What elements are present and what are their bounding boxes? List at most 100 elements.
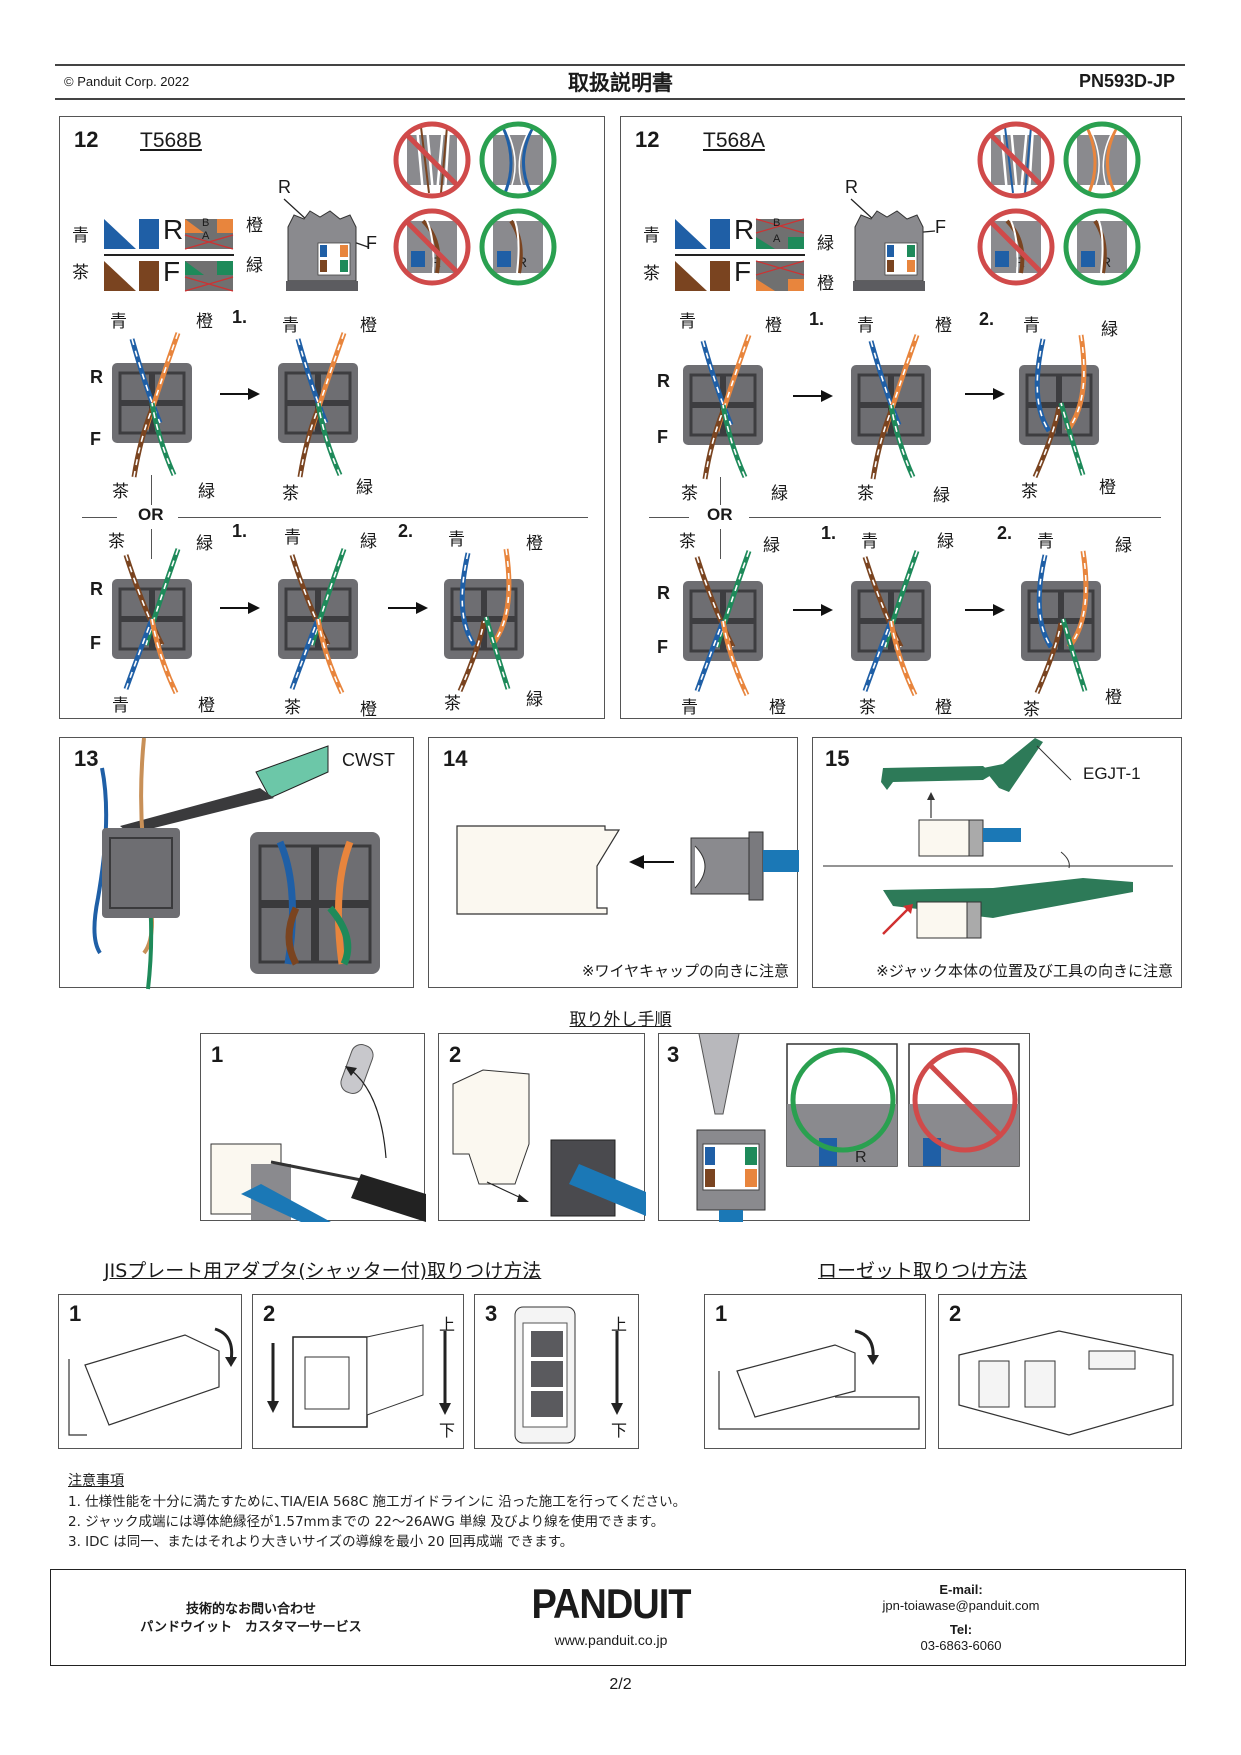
or-divider-left: [82, 517, 117, 518]
wire-label: 橙: [935, 316, 952, 336]
step-12-t568a-panel: 12 T568A 青 茶 R F B A 緑 橙 R F: [620, 116, 1182, 720]
wire-label: 茶: [444, 694, 461, 714]
ng-example-loop: R: [977, 208, 1055, 286]
removal-title: 取り外し手順: [569, 1010, 672, 1030]
twisted-pair-stripe: [1068, 550, 1087, 648]
or-divider-right: [749, 517, 1161, 518]
panduit-logo: PANDUIT: [531, 1581, 691, 1629]
wire-label: 青: [448, 530, 465, 550]
wire-label: 緑: [937, 532, 954, 552]
or-divider-left: [649, 517, 689, 518]
removal-step-1-panel: 1: [200, 1033, 426, 1222]
twisted-pair-stripe: [317, 402, 341, 476]
jis-insert-illustration: [267, 1324, 451, 1428]
wire-label: 緑: [360, 532, 377, 552]
document-title: 取扱説明書: [568, 71, 673, 95]
rotate-arrow-icon: [214, 1327, 234, 1362]
jack-top-view: [1019, 334, 1099, 478]
legend-pair-a: A: [773, 233, 781, 245]
jack-top-view: [112, 548, 192, 695]
legend-swatch-blue-stripe: [104, 219, 136, 249]
wire-label: 橙: [1099, 478, 1116, 498]
wire-label: 緑: [771, 484, 788, 504]
wire-label: 橙: [198, 696, 215, 716]
twisted-pair-stripe: [299, 408, 319, 478]
or-divider-right: [178, 517, 588, 518]
ok-example-twisted: [1063, 121, 1141, 199]
wire-label: 緑: [1115, 536, 1132, 556]
substep-number: 1.: [821, 523, 837, 543]
arrow-right-icon: [220, 602, 260, 614]
jack-label-f: F: [935, 217, 946, 237]
wire-label: 青: [679, 312, 696, 332]
twisted-pair-stripe: [311, 332, 345, 430]
arrow-right-icon: [793, 604, 833, 616]
wire-label: 橙: [769, 698, 786, 718]
twisted-pair-stripe: [485, 616, 509, 690]
wire-label: 緑: [198, 482, 215, 502]
email-link[interactable]: jpn-toiawase@panduit.com: [882, 1598, 1040, 1613]
step-12-t568b-panel: 12 T568B 青 茶 R F B A 橙 緑 R F: [59, 116, 605, 720]
up-down-arrow-icon: [611, 1331, 623, 1415]
arrow-right-icon: [965, 388, 1005, 400]
website-link[interactable]: www.panduit.co.jp: [554, 1632, 668, 1648]
jis-step-3-panel: 3 上 下: [474, 1294, 639, 1449]
wire-label: 茶: [108, 532, 125, 552]
ok-example-twisted: [479, 121, 557, 199]
removal-step-2-panel: 2: [438, 1033, 646, 1221]
step-number: 13: [74, 746, 99, 771]
pair-color-legend: [104, 219, 234, 292]
tel-number: 03-6863-6060: [920, 1638, 1002, 1653]
twisted-pair-wire: [1032, 406, 1062, 478]
legend-color-orange: 橙: [817, 274, 834, 294]
step-number: 1: [69, 1301, 82, 1326]
twisted-pair-stripe: [1038, 554, 1052, 648]
legend-color-brown: 茶: [72, 263, 89, 283]
remove-wire-cap-illustration: [210, 1044, 426, 1222]
twisted-pair-stripe: [1066, 334, 1085, 432]
note-item: 2. ジャック成端には導体絶縁径が1.57mmまでの 22～26AWG 単線 及…: [68, 1514, 665, 1530]
rosette-base-illustration: [958, 1330, 1174, 1436]
twisted-pair-stripe: [151, 402, 175, 476]
wire-label: 青: [681, 698, 698, 718]
wire-label: 緑: [1101, 320, 1118, 340]
wire-label: 橙: [196, 312, 213, 332]
twisted-pair-stripe: [884, 334, 918, 432]
document-number: PN593D-JP: [1078, 71, 1175, 91]
svg-text:R: R: [1015, 254, 1025, 270]
legend-row-r: R: [163, 214, 184, 245]
jis-step-1-panel: 1: [58, 1294, 242, 1449]
pliers-removal-illustration: R: [696, 1033, 1020, 1222]
wire-label: 青: [861, 532, 878, 552]
rosette-tilt-illustration: [718, 1329, 920, 1430]
wire-label: 橙: [360, 316, 377, 336]
pliers-icon: [698, 1033, 740, 1115]
twisted-pair-stripe: [1060, 402, 1084, 476]
rotate-arrow-icon: [854, 1329, 875, 1360]
jack-label-r: R: [278, 177, 291, 197]
ng-example-untwisted: [393, 121, 471, 199]
step-number: 14: [443, 746, 468, 771]
twisted-pair-stripe: [716, 334, 750, 432]
jis-adapter-title: JISプレート用アダプタ(シャッター付)取りつけ方法: [104, 1260, 542, 1282]
rotate-arrow-icon: [350, 1069, 387, 1159]
twisted-pair-wire: [289, 618, 321, 690]
wire-label: 茶: [1021, 482, 1038, 502]
wire-label: 茶: [282, 484, 299, 504]
jack-top-view: [112, 332, 192, 478]
ok-pliers-detail: R: [786, 1043, 898, 1167]
ok-example-loop: R: [1063, 208, 1141, 286]
tel-label: Tel:: [949, 1622, 973, 1637]
page-number: 2/2: [609, 1676, 632, 1693]
row-label-r: R: [90, 367, 103, 387]
direction-up-label: 上: [439, 1315, 456, 1334]
legend-color-brown: 茶: [643, 264, 660, 284]
wire-label: 緑: [196, 534, 213, 554]
cable: [763, 850, 799, 872]
twisted-pair-stripe: [872, 410, 892, 480]
arrow-right-icon: [388, 602, 428, 614]
standard-label: T568A: [703, 129, 765, 152]
wire-label: 橙: [360, 700, 377, 720]
jack-label-r: R: [845, 177, 858, 197]
jis-plate-illustration: [514, 1306, 623, 1444]
